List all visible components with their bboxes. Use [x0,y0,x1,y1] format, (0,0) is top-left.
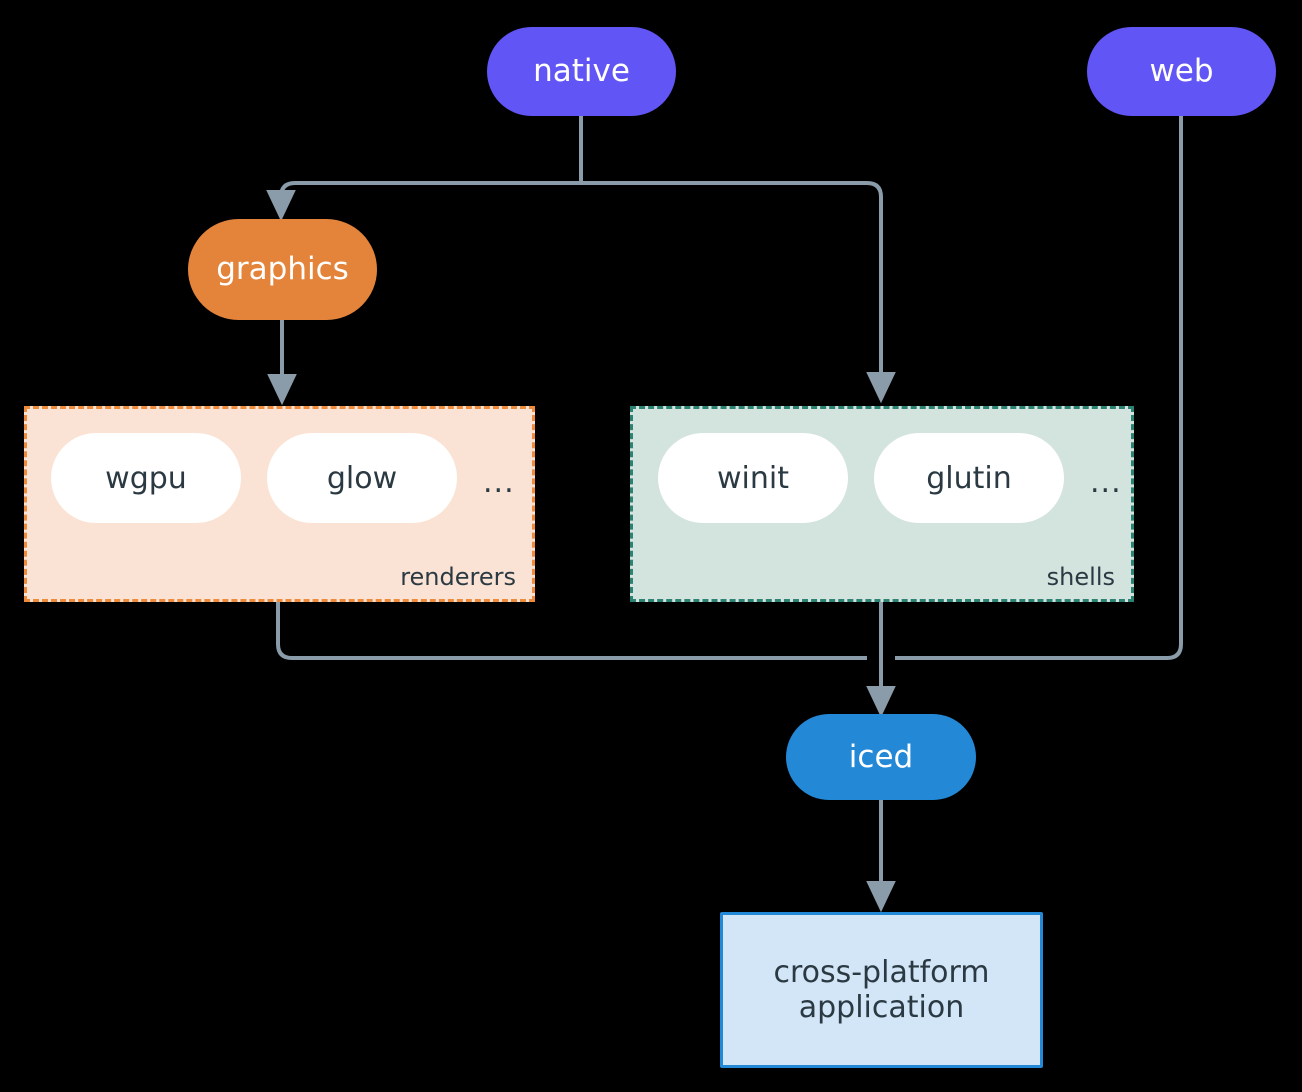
renderer-item-glow[interactable]: glow [267,433,457,523]
renderer-item-wgpu[interactable]: wgpu [51,433,241,523]
group-shells-label: shells [1046,563,1115,591]
renderer-item-glow-label: glow [326,460,398,496]
node-graphics[interactable]: graphics [188,219,377,320]
group-renderers-label: renderers [400,563,516,591]
node-web-label: web [1149,53,1214,90]
edge-native-to-shells [581,181,896,404]
shell-item-winit-label: winit [717,460,789,496]
node-web[interactable]: web [1087,27,1276,116]
renderers-overflow-ellipsis: ... [483,465,515,500]
group-shells[interactable]: winit glutin ... shells [630,406,1134,602]
edge-native-to-graphics [266,181,581,222]
shell-item-winit[interactable]: winit [658,433,848,523]
node-native-label: native [533,53,630,90]
node-iced-label: iced [848,738,914,775]
node-application-label-line1: cross-platform [773,954,990,990]
shells-overflow-ellipsis: ... [1090,465,1122,500]
renderer-item-wgpu-label: wgpu [105,460,187,496]
node-native[interactable]: native [487,27,676,116]
node-application[interactable]: cross-platform application [720,912,1043,1068]
node-application-label-line2: application [798,990,965,1025]
shell-item-glutin[interactable]: glutin [874,433,1064,523]
group-renderers[interactable]: wgpu glow ... renderers [24,406,535,602]
node-graphics-label: graphics [216,251,349,288]
edge-renderers-to-iced [276,602,867,660]
shell-item-glutin-label: glutin [926,460,1012,496]
node-iced[interactable]: iced [786,714,976,800]
